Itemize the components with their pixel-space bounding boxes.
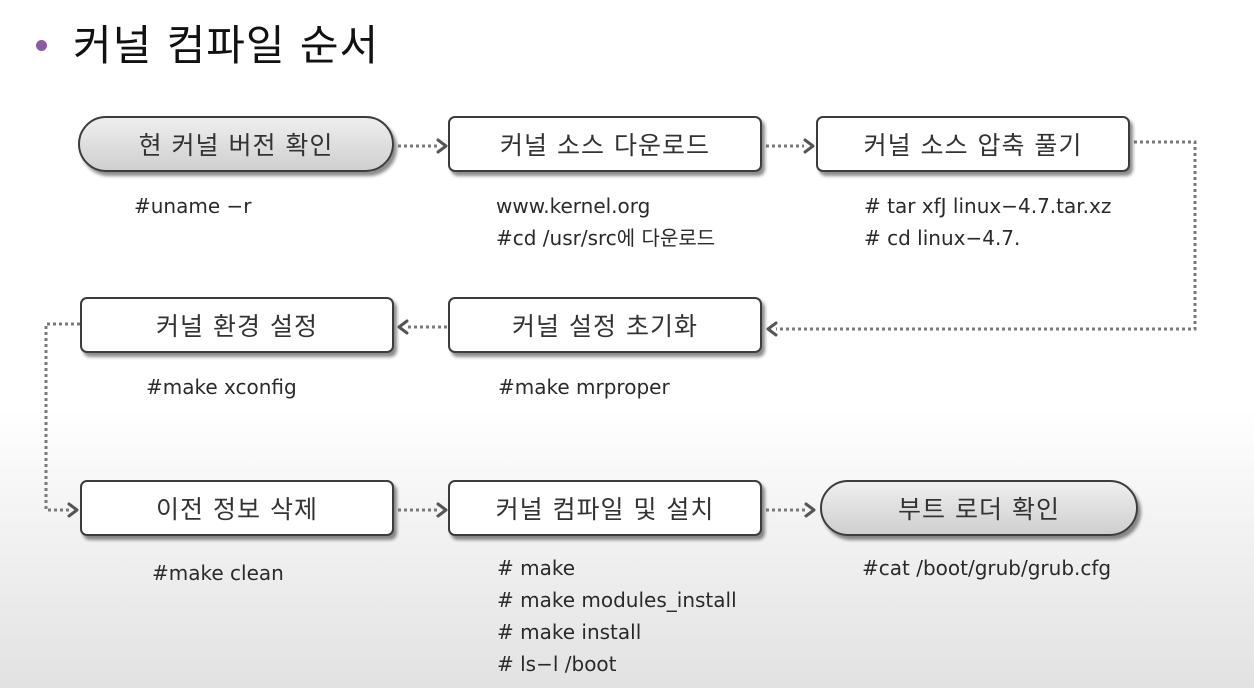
command-line: # ls−l /boot — [497, 652, 617, 676]
step-2-commands: www.kernel.org #cd /usr/src에 다운로드 — [496, 190, 715, 254]
step-label: 이전 정보 삭제 — [156, 495, 318, 524]
step-extract-kernel-source: 커널 소스 압축 풀기 — [816, 116, 1130, 172]
command-line: # make — [497, 556, 576, 580]
arrowhead-right-7 — [804, 502, 816, 518]
step-label: 커널 컴파일 및 설치 — [495, 495, 715, 524]
step-8-commands: #cat /boot/grub/grub.cfg — [862, 552, 1111, 584]
step-reset-kernel-config: 커널 설정 초기화 — [448, 297, 762, 353]
step-label: 커널 소스 압축 풀기 — [863, 131, 1083, 160]
command-line: www.kernel.org — [496, 194, 651, 218]
step-label: 커널 소스 다운로드 — [500, 131, 710, 160]
command-line: # make modules_install — [497, 588, 737, 612]
step-6-commands: #make clean — [152, 557, 284, 589]
command-line: #make clean — [152, 561, 284, 585]
command-line: # cd linux−4.7. — [864, 226, 1021, 250]
arrowhead-right-6 — [436, 502, 448, 518]
command-line: # make install — [497, 620, 642, 644]
bullet-dot — [36, 39, 47, 51]
step-label: 커널 설정 초기화 — [512, 312, 698, 341]
step-download-kernel-source: 커널 소스 다운로드 — [448, 116, 762, 172]
step-check-boot-loader: 부트 로더 확인 — [820, 480, 1138, 536]
step-label: 커널 환경 설정 — [156, 312, 318, 341]
slide-title: 커널 컴파일 순서 — [36, 12, 379, 72]
step-compile-install-kernel: 커널 컴파일 및 설치 — [448, 480, 762, 536]
step-4-commands: #make mrproper — [498, 371, 670, 403]
arrowhead-left-4 — [397, 319, 409, 335]
arrowhead-right-1 — [436, 138, 448, 154]
command-line: #cat /boot/grub/grub.cfg — [862, 556, 1112, 580]
arrowhead-right-2 — [803, 138, 815, 154]
page-title: 커널 컴파일 순서 — [73, 20, 380, 70]
arrow-3-to-4 — [776, 140, 1197, 331]
step-label: 부트 로더 확인 — [898, 495, 1060, 524]
step-configure-kernel: 커널 환경 설정 — [80, 297, 394, 353]
command-line: #cd /usr/src에 다운로드 — [496, 226, 716, 250]
step-5-commands: #make xconfig — [146, 371, 297, 403]
arrow-5-to-6 — [44, 322, 80, 512]
arrowhead-right-5 — [67, 502, 79, 518]
arrowhead-left-3 — [766, 321, 778, 337]
step-1-commands: #uname −r — [134, 190, 252, 222]
command-line: #make mrproper — [498, 375, 670, 399]
step-label: 현 커널 버전 확인 — [138, 131, 334, 160]
step-delete-previous-info: 이전 정보 삭제 — [80, 480, 394, 536]
command-line: #make xconfig — [146, 375, 297, 399]
step-3-commands: # tar xfJ linux−4.7.tar.xz # cd linux−4.… — [864, 190, 1111, 254]
step-7-commands: # make # make modules_install # make ins… — [497, 552, 737, 680]
command-line: #uname −r — [134, 194, 252, 218]
step-check-kernel-version: 현 커널 버전 확인 — [78, 116, 394, 172]
command-line: # tar xfJ linux−4.7.tar.xz — [864, 194, 1112, 218]
